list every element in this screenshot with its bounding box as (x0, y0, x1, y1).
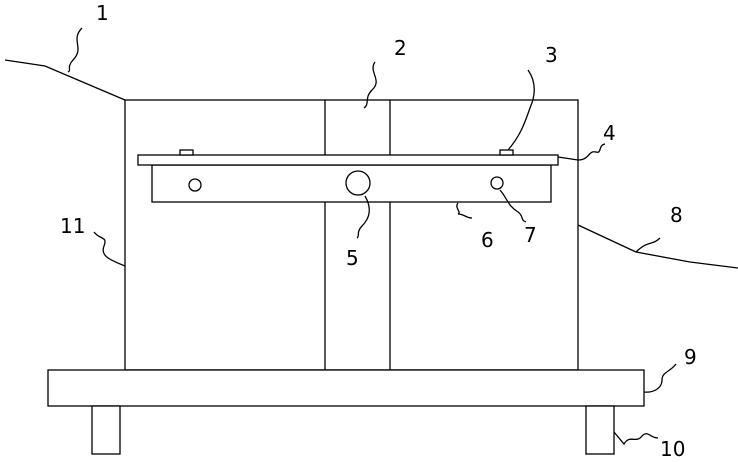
label-8: 8 (670, 203, 683, 227)
leader-1-squiggle (68, 28, 82, 72)
label-2: 2 (394, 36, 407, 60)
leader-9 (644, 364, 676, 392)
label-1: 1 (96, 1, 109, 25)
label-4: 4 (603, 121, 616, 145)
center-pivot (346, 171, 370, 195)
top-plate (138, 155, 558, 165)
base-plate (48, 370, 644, 406)
hole-right (491, 177, 503, 189)
label-11: 11 (60, 214, 85, 238)
label-7: 7 (524, 223, 537, 247)
label-3: 3 (545, 43, 558, 67)
leader-8 (578, 225, 738, 268)
leg-left (92, 406, 120, 454)
leader-10 (614, 432, 658, 444)
housing-body (125, 100, 578, 370)
plate-tab-right (500, 150, 513, 155)
leader-1 (5, 60, 125, 100)
plate-tab-left (180, 150, 193, 155)
label-6: 6 (481, 228, 494, 252)
hole-left (189, 179, 201, 191)
leader-11 (94, 232, 125, 266)
label-5: 5 (346, 246, 359, 270)
label-10: 10 (660, 437, 685, 461)
leg-right (586, 406, 614, 454)
label-9: 9 (684, 345, 697, 369)
